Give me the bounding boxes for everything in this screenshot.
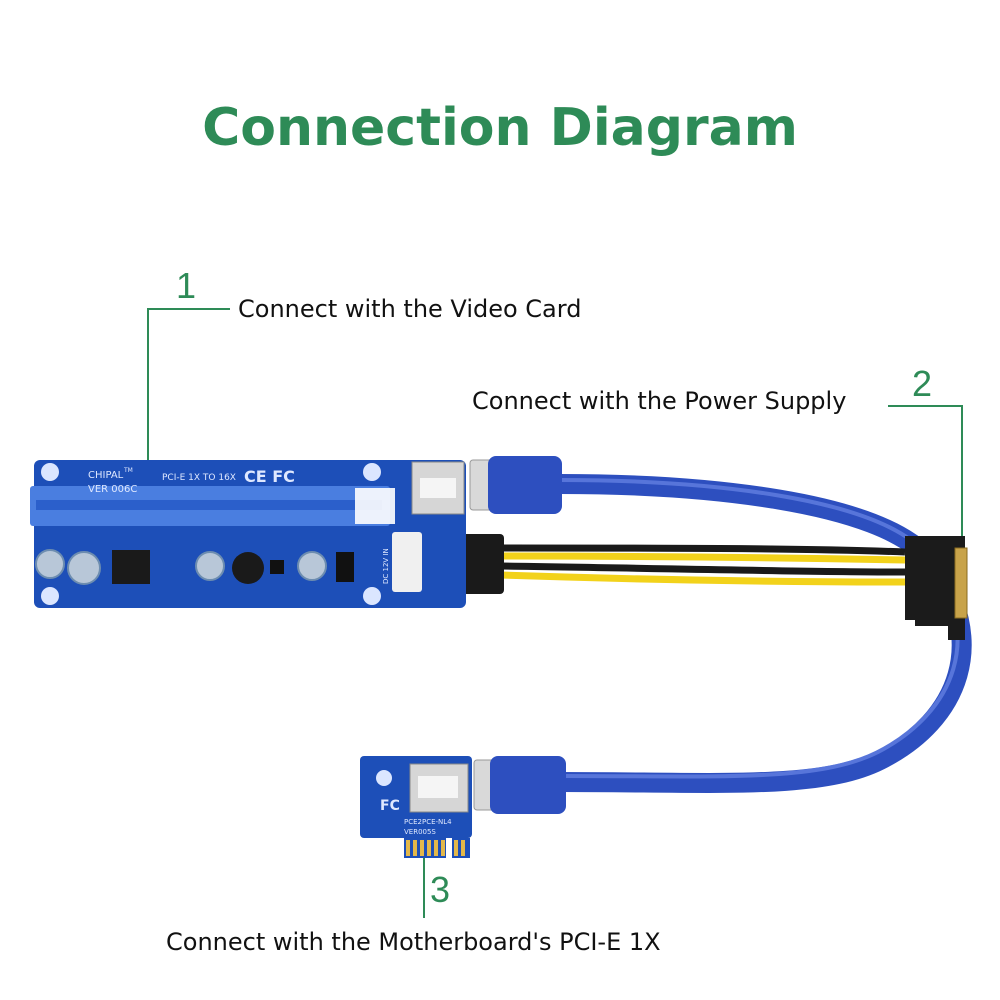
adapter-usb-plug [473,756,566,814]
page-title: Connection Diagram [202,98,798,158]
leader-line-2 [888,405,963,568]
callout-1-number: 1 [176,265,197,306]
riser-marks: CE FC [244,467,295,486]
riser-power-label: DC 12V IN [382,548,390,584]
callout-2-number: 2 [912,363,933,404]
adapter-marks: FC [380,798,400,814]
sata-power-connector [905,536,968,640]
riser-model: PCI-E 1X TO 16X [162,473,236,483]
riser-board: CHIPAL TM VER 006C PCI-E 1X TO 16X CE FC… [30,460,466,608]
callout-3-number: 3 [430,869,451,910]
callout-2-label: Connect with the Power Supply [472,387,847,415]
adapter-version: VER005S [404,828,436,836]
riser-tm: TM [123,467,133,474]
usb-cable-highlight [559,478,960,779]
adapter-model: PCE2PCE-NL4 [404,818,452,826]
adapter-board: FC PCE2PCE-NL4 VER005S [360,756,472,858]
riser-usb-plug [469,456,562,514]
callout-3-label: Connect with the Motherboard's PCI-E 1X [166,928,661,956]
riser-brand: CHIPAL [88,470,124,481]
riser-version: VER 006C [88,484,137,495]
usb-cable [550,474,972,793]
callout-1-label: Connect with the Video Card [238,295,582,323]
leader-line-1 [147,308,230,495]
power-wires [499,544,906,586]
